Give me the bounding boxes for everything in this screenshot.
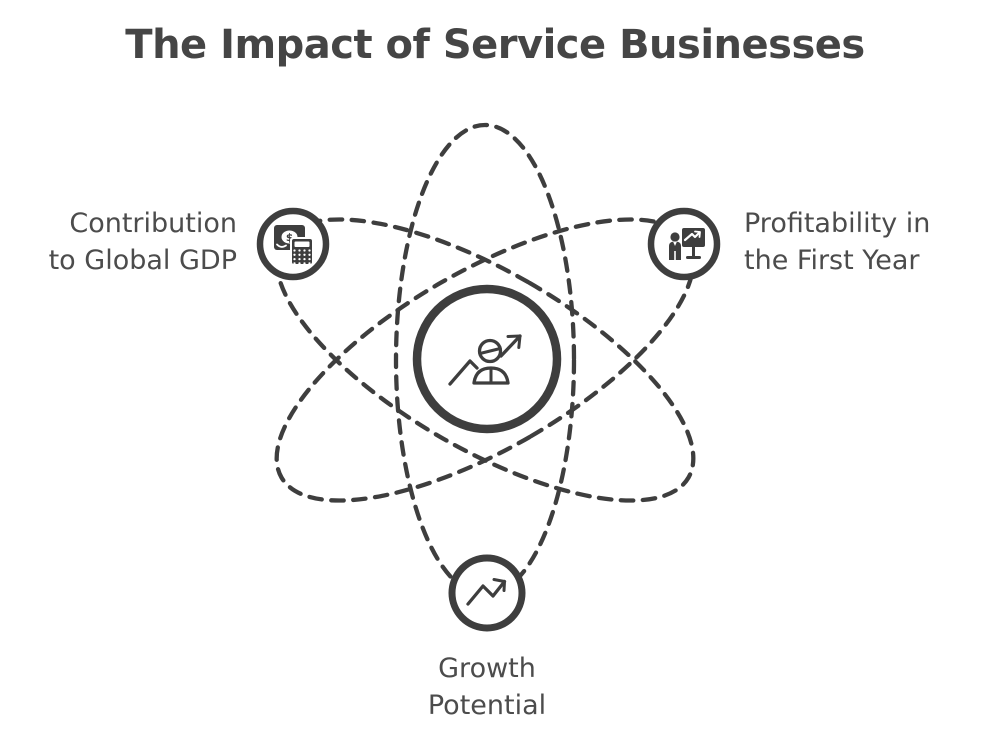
gdp-label-line1: Contribution xyxy=(69,208,237,239)
growth-label-line1: Growth xyxy=(438,653,536,684)
dollar-glyph: $ xyxy=(286,232,293,244)
profit-label-line1: Profitability in xyxy=(744,208,931,239)
growth-node-label: Growth Potential xyxy=(428,650,546,724)
person-growth-icon xyxy=(448,334,522,386)
growth-label-line2: Potential xyxy=(427,690,547,721)
center-node xyxy=(412,284,562,434)
profit-node xyxy=(647,207,721,281)
gdp-label-line2: to Global GDP xyxy=(48,245,237,276)
gdp-node-label: Contribution to Global GDP xyxy=(49,205,237,279)
profit-label-line2: the First Year xyxy=(744,245,920,276)
gdp-node: $ xyxy=(256,207,330,281)
profit-node-label: Profitability in the First Year xyxy=(744,205,930,279)
money-calculator-icon: $ xyxy=(274,225,314,266)
growth-node-circle xyxy=(448,554,526,632)
growth-node xyxy=(448,554,526,632)
page-title: The Impact of Service Businesses xyxy=(125,22,865,68)
presenter-chart-icon xyxy=(669,228,705,260)
trend-up-arrow-icon xyxy=(466,578,507,606)
calculator-keys xyxy=(293,249,311,265)
